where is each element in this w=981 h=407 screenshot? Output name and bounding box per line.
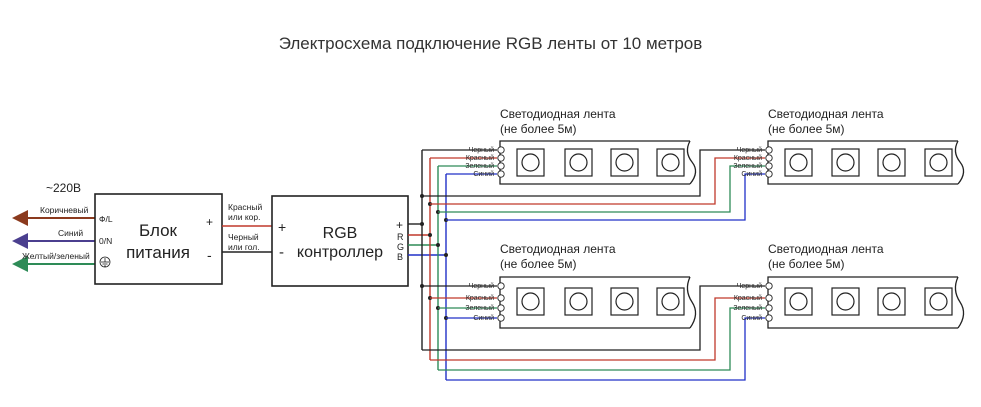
psu-title-line2: питания — [126, 243, 190, 262]
controller-input-minus: - — [279, 244, 284, 261]
page-title: Электросхема подключение RGB ленты от 10… — [278, 34, 703, 53]
strip-2-pin-blue: Синий — [741, 170, 762, 178]
strip-2-pin-green: Зеленый — [733, 162, 762, 170]
led-chip — [924, 287, 953, 316]
led-chip — [610, 287, 639, 316]
strip-3-pin-red: Красный — [466, 294, 494, 302]
strip-1-pin-blue: Синий — [473, 170, 494, 178]
strip-2-pin-red: Красный — [734, 154, 762, 162]
strip-4-pin-blue: Синий — [741, 314, 762, 322]
wire-label-green: Желтый/зеленый — [22, 251, 90, 261]
strip-4-pin-green: Зеленый — [733, 304, 762, 312]
strip-4-pin-black: Черный — [737, 282, 762, 290]
wire-label-blue: Синий — [58, 228, 83, 238]
controller-out-g: G — [397, 242, 404, 252]
strip-3-pin-blue: Синий — [473, 314, 494, 322]
mains-voltage-label: ~220В — [46, 181, 81, 195]
strip-4-pin-red: Красный — [734, 294, 762, 302]
led-chip — [831, 287, 860, 316]
controller-out-r: R — [397, 232, 404, 242]
strip-1-title-line1: Светодиодная лента — [500, 107, 616, 121]
led-chip — [516, 148, 545, 177]
psu-neg-label-line2: или гол. — [228, 242, 260, 252]
led-strip-3 — [497, 276, 697, 329]
led-strip-4 — [765, 276, 965, 329]
psu-pos-label-line2: или кор. — [228, 212, 260, 222]
strip-1-pin-red: Красный — [466, 154, 494, 162]
controller-out-plus: + — [396, 218, 403, 232]
strip-2-title-line1: Светодиодная лента — [768, 107, 884, 121]
led-chip — [564, 287, 593, 316]
controller-title-line2: контроллер — [297, 244, 383, 261]
strip-1-pin-black: Черный — [469, 146, 494, 154]
strip-4-title-line1: Светодиодная лента — [768, 242, 884, 256]
psu-terminal-phase: Ф/L — [99, 214, 113, 224]
strip-3-pin-black: Черный — [469, 282, 494, 290]
led-chip — [516, 287, 545, 316]
psu-title-line1: Блок — [139, 221, 178, 240]
strip-2-pin-black: Черный — [737, 146, 762, 154]
led-chip — [656, 287, 685, 316]
controller-title-line1: RGB — [323, 225, 358, 242]
strip-3-pin-green: Зеленый — [465, 304, 494, 312]
strip-4-title-line2: (не более 5м) — [768, 257, 845, 271]
led-chip — [610, 148, 639, 177]
psu-plus-terminal: + — [206, 215, 213, 229]
psu-minus-terminal: - — [207, 247, 212, 263]
psu-pos-label-line1: Красный — [228, 202, 262, 212]
strip-2-title-line2: (не более 5м) — [768, 122, 845, 136]
led-chip — [831, 148, 860, 177]
controller-input-plus: + — [278, 219, 286, 235]
wire-label-brown: Коричневый — [40, 205, 89, 215]
psu-terminal-neutral: 0/N — [99, 236, 112, 246]
rgb-controller-block — [271, 195, 409, 287]
led-chip — [877, 148, 906, 177]
strip-3-title-line1: Светодиодная лента — [500, 242, 616, 256]
led-chip — [784, 148, 813, 177]
ground-icon — [99, 256, 111, 268]
strip-3-title-line2: (не более 5м) — [500, 257, 577, 271]
controller-out-b: B — [397, 252, 403, 262]
led-strip-2 — [765, 140, 965, 185]
led-strip-1 — [497, 140, 697, 185]
led-chip — [877, 287, 906, 316]
led-chip — [656, 148, 685, 177]
led-chip — [924, 148, 953, 177]
strip-1-pin-green: Зеленый — [465, 162, 494, 170]
led-chip — [564, 148, 593, 177]
strip-1-title-line2: (не более 5м) — [500, 122, 577, 136]
power-supply-block — [94, 193, 223, 285]
psu-neg-label-line1: Черный — [228, 232, 259, 242]
led-chip — [784, 287, 813, 316]
